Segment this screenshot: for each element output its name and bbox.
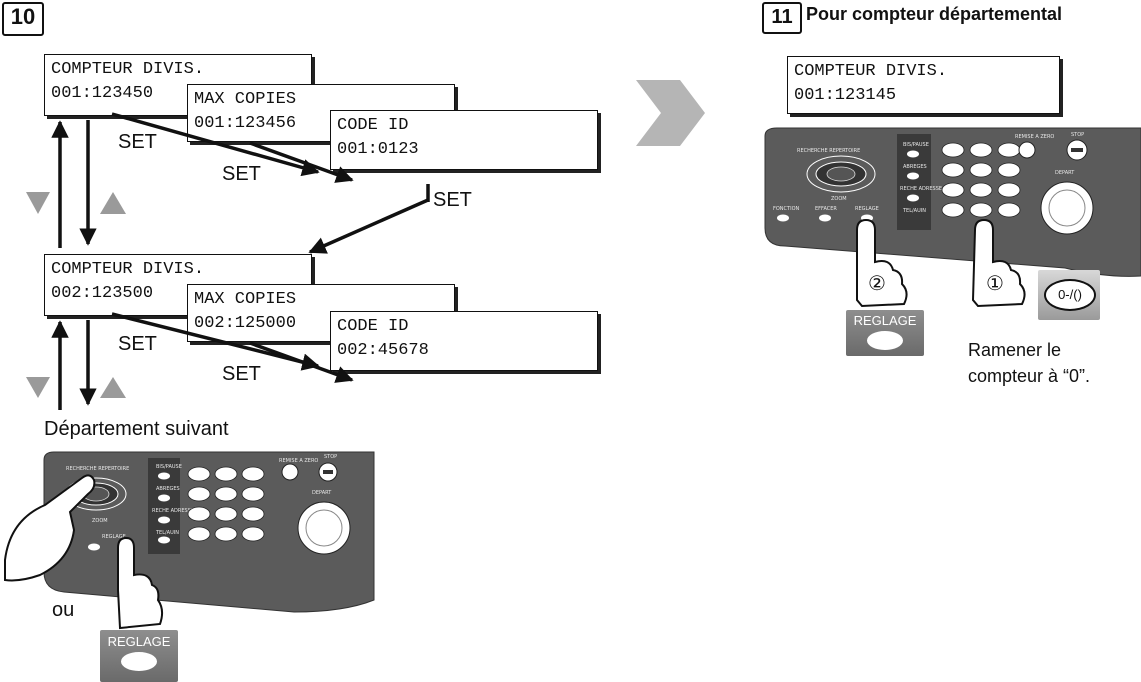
zero-key-button[interactable]: 0-/(): [1038, 270, 1100, 320]
hand-icon-right-2: [856, 218, 908, 308]
step-number-10: 10: [2, 2, 44, 36]
panel-r-effacer-label: EFFACER: [815, 206, 837, 212]
triangle-up-2: [100, 377, 126, 398]
reglage-button-left-oval: [121, 652, 157, 671]
triangle-up-1: [100, 192, 126, 214]
or-label: ou: [52, 599, 75, 621]
reglage-button-right-oval: [867, 331, 903, 350]
circle-2-label: ②: [868, 273, 886, 295]
step11-title: Pour compteur départemental: [806, 4, 1063, 24]
arrow-to-block2: [308, 198, 429, 254]
panel-pause-label: BIS/PAUSE: [156, 464, 182, 470]
lcd-max-2-value: 002:125000: [194, 314, 297, 333]
panel-r-fonction-label: FONCTION: [773, 206, 800, 212]
set-label-4: SET: [118, 333, 157, 355]
panel-r-reglage-label: REGLAGE: [855, 206, 879, 212]
panel-recherche-label: RECHERCHE REPERTOIRE: [66, 466, 129, 472]
set-label-3: SET: [433, 189, 472, 211]
panel-r-tel-label: TEL/AUIN: [902, 208, 926, 214]
arrow-diag-2: [249, 141, 354, 183]
hand-icon-left-2: [117, 536, 164, 630]
lcd-counter-11-title: COMPTEUR DIVIS.: [794, 62, 948, 81]
panel-r-recherche-label: RECHERCHE REPERTOIRE: [797, 148, 860, 154]
set-label-5: SET: [222, 363, 261, 385]
panel-r-stop-label: STOP: [1071, 132, 1084, 138]
lcd-max-1-title: MAX COPIES: [194, 90, 297, 109]
reset-text-line2: compteur à “0”.: [968, 366, 1091, 386]
reglage-button-left-label: REGLAGE: [107, 634, 171, 649]
hand-icon-left-1: [4, 474, 96, 582]
triangle-down-1: [26, 192, 50, 214]
panel-r-zoom-label: ZOOM: [831, 196, 847, 202]
reglage-button-right-label: REGLAGE: [853, 313, 917, 328]
hand-icon-right-1: [971, 218, 1026, 308]
lcd-code-2-value: 002:45678: [337, 341, 429, 360]
lcd-max-1-value: 001:123456: [194, 114, 297, 133]
next-department-label: Département suivant: [44, 418, 229, 440]
lcd-counter-1-title: COMPTEUR DIVIS.: [51, 60, 205, 79]
panel-r-pause-label: BIS/PAUSE: [903, 142, 929, 148]
next-step-chevron-icon: [636, 80, 705, 146]
lcd-code-1: CODE ID 001:0123: [330, 110, 598, 170]
arrow-diag-1: [111, 112, 320, 177]
lcd-code-1-value: 001:0123: [337, 140, 419, 159]
lcd-counter-2-title: COMPTEUR DIVIS.: [51, 260, 205, 279]
reglage-button-right[interactable]: REGLAGE: [846, 310, 924, 356]
lcd-code-2: CODE ID 002:45678: [330, 311, 598, 371]
panel-remise-label: REMISE A ZERO: [279, 458, 318, 464]
circle-1-label: ①: [986, 273, 1004, 295]
lcd-counter-11-value: 001:123145: [794, 86, 897, 105]
panel-groupe-label: RECHE ADRESSE: [152, 508, 194, 514]
zero-key-oval: 0-/(): [1044, 279, 1096, 311]
reset-text-line1: Ramener le: [968, 340, 1062, 360]
lcd-max-2-title: MAX COPIES: [194, 290, 297, 309]
set-label-1: SET: [118, 131, 157, 153]
panel-tel-label: TEL/AUIN: [155, 530, 179, 536]
panel-r-depart-label: DEPART: [1055, 170, 1075, 176]
step-number-11: 11: [762, 2, 802, 34]
panel-depart-label: DEPART: [312, 490, 332, 496]
lcd-counter-2-value: 002:123500: [51, 284, 154, 303]
panel-r-remise-label: REMISE A ZERO: [1015, 134, 1054, 140]
panel-zoom-label: ZOOM: [92, 518, 108, 524]
panel-stop-label: STOP: [324, 454, 337, 460]
lcd-counter-1-value: 001:123450: [51, 84, 154, 103]
reglage-button-left[interactable]: REGLAGE: [100, 630, 178, 682]
arrow-diag-4: [249, 341, 354, 383]
lcd-counter-11: COMPTEUR DIVIS. 001:123145: [787, 56, 1060, 114]
set-label-2: SET: [222, 163, 261, 185]
keypad-left: [187, 466, 265, 542]
lcd-code-2-title: CODE ID: [337, 317, 409, 336]
panel-r-abreges-label: ABREGES: [903, 164, 927, 170]
panel-reglage-label: REGLAGE: [102, 534, 126, 540]
panel-abreges-label: ABREGES: [156, 486, 180, 492]
keypad-right: [941, 142, 1021, 218]
lcd-code-1-title: CODE ID: [337, 116, 409, 135]
triangle-down-2: [26, 377, 50, 398]
arrow-diag-3: [111, 312, 320, 371]
panel-r-groupe-label: RECHE ADRESSE: [900, 186, 942, 192]
